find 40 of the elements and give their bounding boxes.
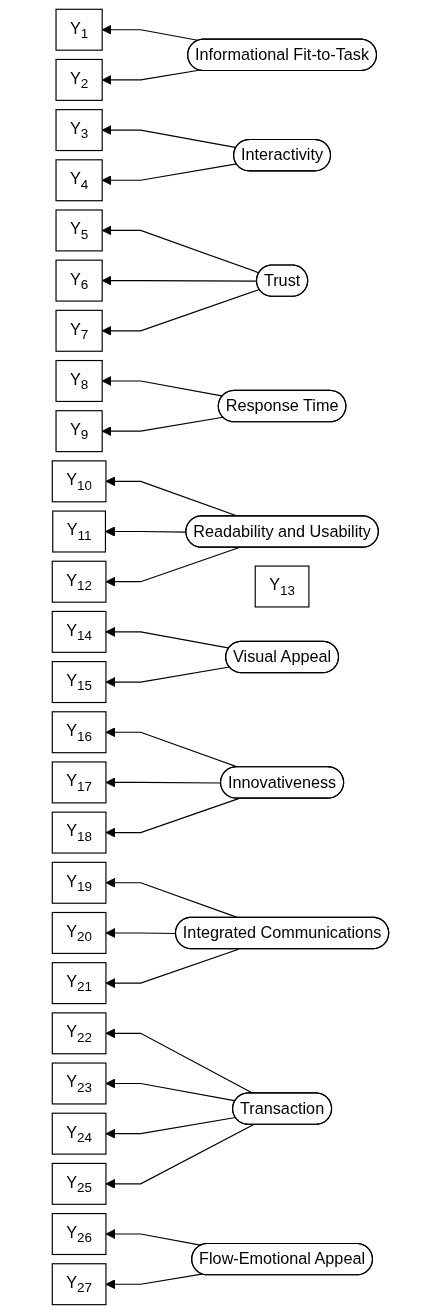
node-box: Y$_{10}$ [51, 460, 107, 503]
node-box: Y$_{13}$ [254, 565, 309, 608]
node-box: Y$_{4}$ [55, 159, 103, 202]
node-box: Y$_{26}$ [51, 1213, 107, 1256]
node-box: Y$_{21}$ [51, 962, 107, 1005]
node-box: Y$_{3}$ [55, 109, 103, 152]
node-box: Y$_{16}$ [51, 711, 107, 754]
arrow [101, 288, 260, 336]
node-box: Y$_{9}$ [55, 410, 103, 453]
node-box: Y$_{25}$ [51, 1162, 107, 1205]
arrow [105, 1124, 254, 1189]
arrow [105, 1273, 202, 1290]
node-box: Y$_{11}$ [51, 510, 106, 553]
node-box: Y$_{14}$ [51, 610, 107, 653]
node-box: Y$_{6}$ [55, 259, 103, 302]
node-box: Y$_{18}$ [51, 811, 107, 854]
arrow [105, 1078, 236, 1102]
node-box: Y$_{22}$ [51, 1012, 107, 1055]
node-box: Y$_{23}$ [51, 1062, 107, 1105]
node-box: Y$_{15}$ [51, 661, 107, 704]
arrow [105, 666, 230, 688]
arrow [101, 125, 237, 149]
node-box: Y$_{2}$ [55, 58, 103, 101]
arrow [105, 948, 239, 989]
arrow [101, 225, 260, 274]
node-box: Y$_{1}$ [55, 8, 103, 51]
arrow [105, 1116, 236, 1139]
node-box: Y$_{20}$ [51, 911, 107, 954]
node-box: Y$_{8}$ [55, 359, 103, 402]
node-box: Y$_{24}$ [51, 1112, 107, 1155]
node-box: Y$_{12}$ [51, 560, 107, 603]
node-box: Y$_{27}$ [51, 1263, 107, 1306]
arrow [105, 547, 239, 587]
node-box: Y$_{5}$ [55, 209, 103, 252]
node-box: Y$_{7}$ [55, 309, 103, 352]
arrow [101, 69, 200, 85]
node-box: Y$_{17}$ [51, 761, 107, 804]
arrow [105, 798, 239, 838]
arrow [101, 163, 237, 186]
node-box: Y$_{19}$ [51, 861, 107, 904]
